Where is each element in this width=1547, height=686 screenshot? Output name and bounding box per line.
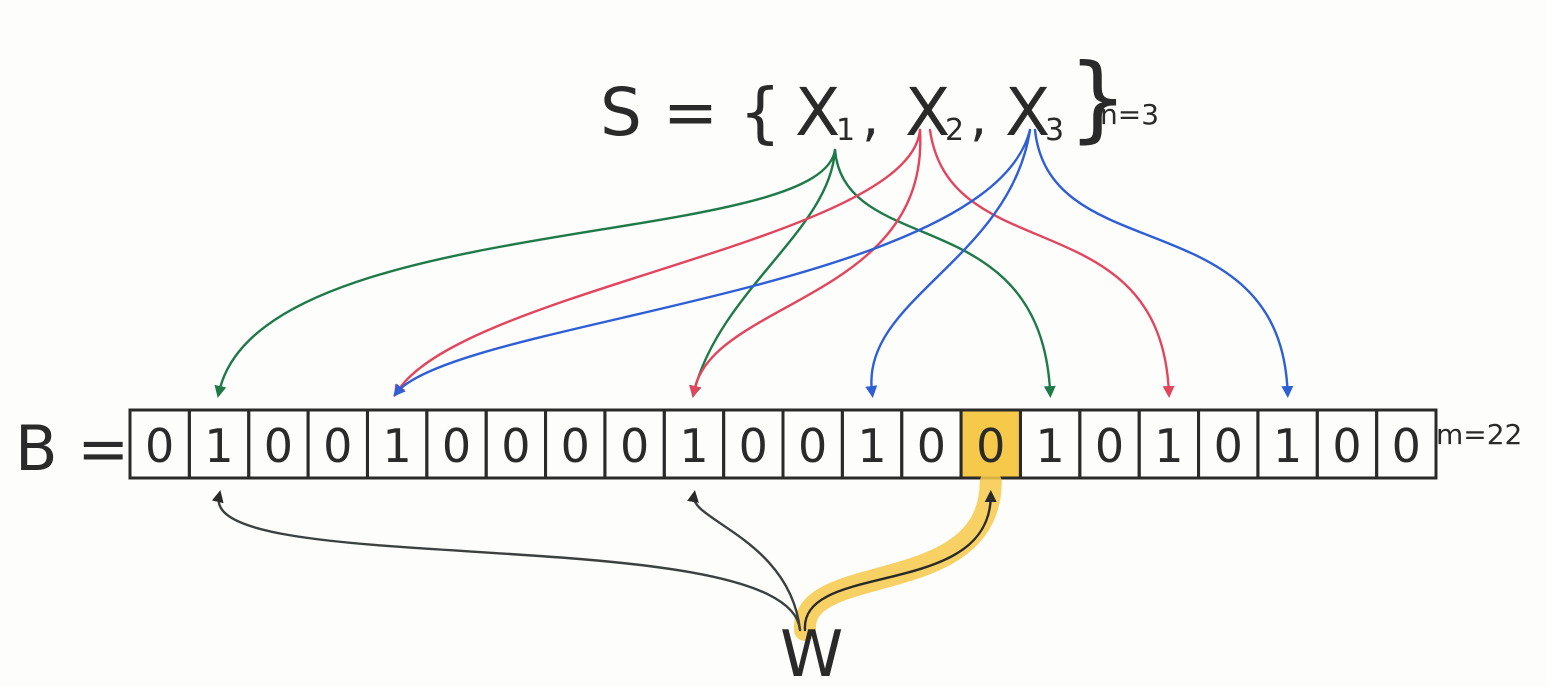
bit-cell: 0	[128, 408, 191, 480]
bit-cell: 0	[722, 408, 785, 480]
bit-value: 0	[442, 419, 471, 473]
bit-cell: 0	[484, 408, 548, 480]
bit-cell: 0	[425, 408, 488, 480]
hash-arrow-x3	[393, 128, 1032, 397]
bit-cell: 1	[840, 408, 904, 480]
bit-value: 0	[739, 419, 768, 473]
set-close-brace: }	[1068, 44, 1128, 153]
bit-cell-box	[959, 408, 1022, 480]
bit-value: 1	[1154, 419, 1183, 473]
bit-value: 0	[917, 419, 946, 473]
bit-cell: 0	[781, 408, 844, 480]
bit-cell: 0	[959, 408, 1022, 480]
set-expression: S = { X 1 , X 2 , X 3 } n=3	[600, 44, 1159, 153]
query-arrows	[211, 471, 1002, 641]
bit-cell: 0	[544, 408, 607, 480]
bit-cell: 1	[1018, 408, 1082, 480]
bit-cell-box	[1375, 408, 1438, 480]
hash-arrows	[214, 128, 1294, 398]
bit-cell: 0	[900, 408, 963, 480]
bit-cell: 0	[247, 408, 310, 480]
element-x2-sub: 2	[945, 113, 964, 148]
bit-cell: 0	[1197, 408, 1260, 480]
bit-cell: 1	[187, 408, 251, 480]
bit-value: 1	[204, 419, 233, 473]
bit-value: 0	[1392, 419, 1421, 473]
bit-value: 0	[561, 419, 590, 473]
bit-array-size-label: m=22	[1436, 418, 1522, 451]
bit-value: 0	[620, 419, 649, 473]
set-prefix: S = {	[600, 74, 781, 151]
bit-array-label: B =	[15, 412, 129, 485]
bit-cell: 0	[1078, 408, 1141, 480]
bit-value: 0	[1214, 419, 1243, 473]
bit-value: 1	[1273, 419, 1302, 473]
hash-arrow-x2	[928, 128, 1175, 398]
element-x1-base: X	[795, 74, 840, 151]
bit-value: 0	[976, 419, 1005, 473]
hash-arrow-x2	[689, 128, 922, 398]
bit-value: 1	[857, 419, 886, 473]
bit-value: 1	[1035, 419, 1064, 473]
bit-value: 0	[145, 419, 174, 473]
element-x3-sub: 3	[1045, 113, 1064, 148]
query-highlight-marker	[794, 471, 1002, 641]
separator-2: ,	[970, 85, 987, 148]
bit-value: 0	[501, 419, 530, 473]
query-arrow	[687, 490, 802, 632]
bit-cell: 1	[1137, 408, 1201, 480]
hash-arrow-x1	[689, 148, 837, 398]
element-x1-sub: 1	[836, 113, 855, 148]
bit-value: 0	[798, 419, 827, 473]
set-size-label: n=3	[1100, 98, 1159, 131]
separator-1: ,	[862, 85, 879, 148]
query-arrow	[211, 490, 802, 632]
hash-arrow-x1	[214, 148, 837, 398]
bit-cell: 1	[1256, 408, 1319, 480]
bit-value: 0	[323, 419, 352, 473]
hash-arrow-x3	[865, 128, 1032, 398]
hash-arrow-x1	[833, 148, 1056, 398]
bit-cell: 0	[1375, 408, 1438, 480]
hash-arrow-x2	[393, 128, 922, 398]
query-arrow	[803, 490, 997, 632]
bit-value: 1	[679, 419, 708, 473]
bit-cell: 1	[662, 408, 726, 480]
bit-cell: 0	[1315, 408, 1379, 480]
bit-value: 0	[1332, 419, 1361, 473]
bit-value: 0	[264, 419, 293, 473]
bit-value: 1	[382, 419, 411, 473]
hash-arrow-x3	[1033, 128, 1294, 398]
bit-cell: 0	[603, 408, 666, 480]
bit-value: 0	[1095, 419, 1124, 473]
bit-cell: 0	[306, 408, 369, 480]
query-element-label: W	[780, 618, 843, 686]
element-x2-base: X	[905, 74, 950, 151]
bit-cell: 1	[365, 408, 429, 480]
